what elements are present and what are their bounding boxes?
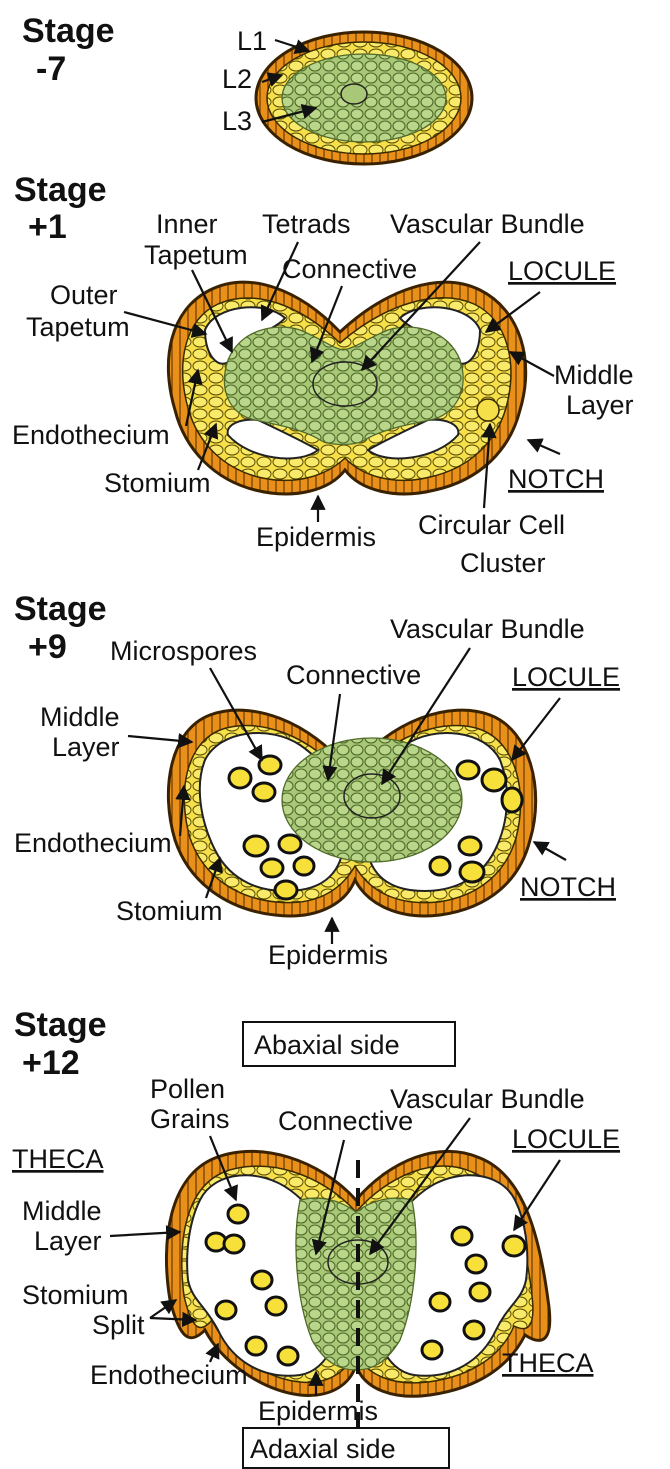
label-adaxial-side: Adaxial side [250, 1434, 396, 1464]
arrow-locule [514, 1160, 560, 1230]
microspore [460, 862, 484, 882]
microspore [275, 881, 297, 899]
label-locule: LOCULE [508, 256, 616, 286]
pollen-grain [266, 1297, 286, 1315]
arrow-notch [528, 440, 560, 454]
label-middle: Middle [22, 1196, 102, 1226]
label-vascular-bundle: Vascular Bundle [390, 209, 585, 239]
label-middle-layer: Layer [566, 390, 634, 420]
pollen-grain [224, 1235, 244, 1253]
microspore [261, 859, 283, 877]
stage-title: Stage [14, 1006, 107, 1044]
vascular-bundle [313, 362, 377, 406]
circular-cell-cluster [477, 399, 499, 421]
microspore [502, 788, 522, 812]
label-abaxial-side: Abaxial side [254, 1030, 400, 1060]
label-middle-layer: Layer [34, 1226, 102, 1256]
label-vascular-bundle: Vascular Bundle [390, 1084, 585, 1114]
label-locule: LOCULE [512, 662, 620, 692]
microspore [294, 857, 314, 875]
label-middle: Middle [554, 360, 634, 390]
vascular-bundle [344, 774, 400, 818]
stage-title: Stage [14, 590, 107, 628]
microspore [253, 783, 275, 801]
pollen-grain [503, 1236, 525, 1256]
stage-number: +9 [28, 628, 67, 666]
stage-plus12: Stage +12 Abaxial side Pollen Grains Vas… [12, 1006, 620, 1468]
label-microspores: Microspores [110, 636, 257, 666]
label-stomium: Stomium [104, 468, 211, 498]
stage-plus9: Stage +9 Vascular Bundle Microspores Con… [14, 590, 620, 970]
pollen-grain [430, 1293, 450, 1311]
label-tetrads: Tetrads [262, 209, 351, 239]
label-connective: Connective [282, 254, 417, 284]
label-notch: NOTCH [508, 464, 604, 494]
pollen-grain [228, 1205, 248, 1223]
pollen-grain [470, 1283, 490, 1301]
primordium-center [341, 84, 367, 104]
label-vascular-bundle: Vascular Bundle [390, 614, 585, 644]
pollen-grain [466, 1255, 486, 1273]
label-split: Split [92, 1310, 145, 1340]
label-epidermis: Epidermis [258, 1396, 378, 1426]
label-pollen-grains: Grains [150, 1104, 230, 1134]
stage-number: +12 [22, 1044, 80, 1082]
label-middle: Middle [40, 702, 120, 732]
stage-number: -7 [36, 50, 66, 88]
label-connective: Connective [278, 1106, 413, 1136]
label-outer-tapetum: Tapetum [26, 312, 130, 342]
label-theca-bottom: THECA [502, 1348, 594, 1378]
pollen-grain [252, 1271, 272, 1289]
label-endothecium: Endothecium [90, 1360, 248, 1390]
label-l2: L2 [222, 64, 252, 94]
arrow-notch [534, 842, 566, 860]
label-theca-top: THECA [12, 1144, 104, 1174]
label-endothecium: Endothecium [12, 420, 170, 450]
microspore [229, 768, 251, 788]
stage-title: Stage [22, 12, 115, 50]
microspore [279, 835, 301, 853]
stage-number: +1 [28, 208, 67, 246]
label-stomium: Stomium [116, 896, 223, 926]
label-l1: L1 [237, 26, 267, 56]
label-notch: NOTCH [520, 872, 616, 902]
label-pollen: Pollen [150, 1074, 225, 1104]
stage-title: Stage [14, 171, 107, 209]
arrow-locule [512, 698, 560, 760]
label-locule: LOCULE [512, 1124, 620, 1154]
microspore [482, 769, 506, 791]
pollen-grain [422, 1341, 442, 1359]
stage-plus1: Stage +1 Inner Tapetum Tetrads Vascular … [12, 171, 634, 578]
label-inner: Inner [156, 209, 218, 239]
label-connective: Connective [286, 660, 421, 690]
label-endothecium: Endothecium [14, 828, 172, 858]
pollen-grain [278, 1347, 298, 1365]
microspore [457, 761, 479, 779]
label-middle-layer: Layer [52, 732, 120, 762]
stage-minus7: Stage -7 L1 L2 L3 [22, 12, 472, 164]
label-cluster: Cluster [460, 548, 546, 578]
label-epidermis: Epidermis [268, 940, 388, 970]
label-l3: L3 [222, 106, 252, 136]
pollen-grain [246, 1337, 266, 1355]
label-outer: Outer [50, 280, 118, 310]
microspore [244, 836, 268, 856]
label-circular-cell: Circular Cell [418, 510, 565, 540]
microspore [459, 837, 481, 855]
pollen-grain [464, 1321, 484, 1339]
label-epidermis: Epidermis [256, 522, 376, 552]
pollen-grain [216, 1301, 236, 1319]
microspore [430, 857, 450, 875]
label-inner-tapetum: Tapetum [144, 240, 248, 270]
label-stomium: Stomium [22, 1280, 129, 1310]
pollen-grain [452, 1227, 472, 1245]
